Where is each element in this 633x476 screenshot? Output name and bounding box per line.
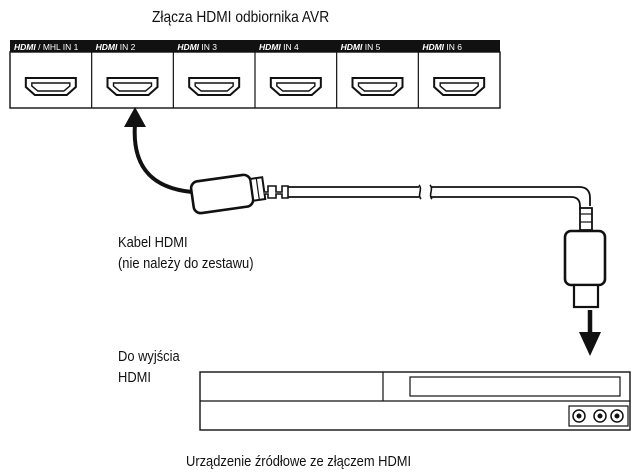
- left-hdmi-plug: [189, 173, 267, 215]
- port-cells: [24, 52, 486, 108]
- right-hdmi-plug-tip: [572, 283, 600, 309]
- rca-jacks: [572, 409, 624, 423]
- strain-relief-right: [579, 207, 593, 231]
- port-label-strip: [10, 40, 500, 52]
- port-labels: HDMI / MHL IN 1 HDMI IN 2 HDMI IN 3 HDMI IN…: [14, 42, 462, 52]
- hdmi-port-in3-inner: [194, 82, 234, 92]
- source-device: [199, 371, 631, 431]
- hdmi-port-in1-inner: [31, 82, 71, 92]
- output-label-line2: HDMI: [118, 369, 151, 386]
- arrow-to-in2: [124, 107, 193, 194]
- cable-bottom-line: [288, 196, 581, 210]
- right-hdmi-plug-housing: [563, 229, 607, 287]
- hdmi-port-in4-inner: [276, 82, 316, 92]
- arrow-curve: [132, 123, 193, 194]
- strain-relief-left: [264, 185, 289, 199]
- port-label-in6: HDMI IN 6: [422, 42, 462, 52]
- port-label-in3: HDMI IN 3: [177, 42, 217, 52]
- output-label-line1: Do wyjścia: [118, 348, 180, 365]
- hdmi-port-in2-inner: [112, 82, 153, 92]
- hdmi-port-in5-inner: [357, 82, 398, 92]
- cable-label-line1: Kabel HDMI: [118, 234, 188, 251]
- cable-top-line: [288, 186, 591, 206]
- source-device-caption: Urządzenie źródłowe ze złączem HDMI: [186, 453, 412, 470]
- port-label-in2: HDMI IN 2: [96, 42, 136, 52]
- hdmi-port-in6-inner: [439, 82, 479, 92]
- cable-break: [418, 184, 433, 200]
- avr-hdmi-panel: HDMI / MHL IN 1 HDMI IN 2 HDMI IN 3 HDMI IN…: [9, 40, 501, 109]
- cable-label-line2: (nie należy do zestawu): [118, 255, 254, 272]
- hdmi-cable: [189, 173, 607, 309]
- arrow-head: [124, 107, 146, 127]
- port-label-in5: HDMI IN 5: [341, 42, 381, 52]
- port-label-in1: HDMI / MHL IN 1: [14, 42, 79, 52]
- panel-title: Złącza HDMI odbiornika AVR: [152, 9, 330, 26]
- disc-tray: [409, 376, 621, 397]
- port-label-in4: HDMI IN 4: [259, 42, 299, 52]
- arrow-down: [579, 310, 601, 356]
